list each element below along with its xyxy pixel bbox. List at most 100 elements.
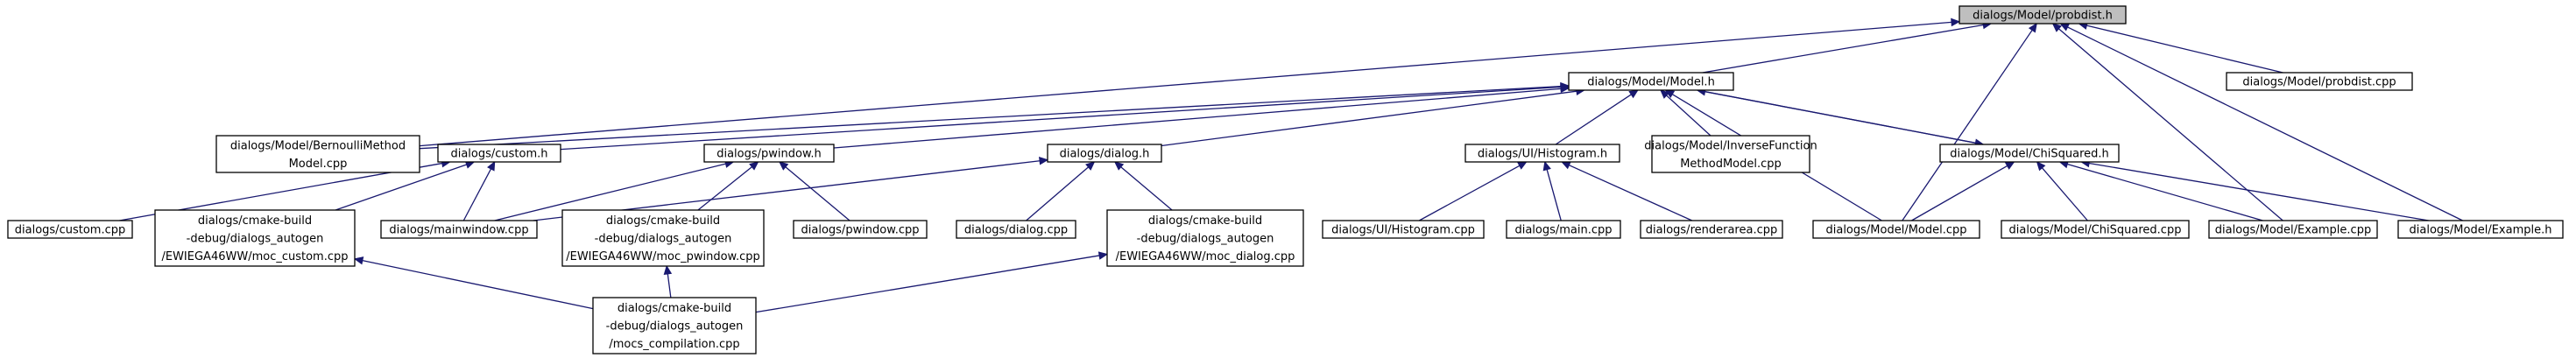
edge-main_cpp-to-histogram_h <box>1542 160 1562 221</box>
arrowhead-icon <box>663 264 673 276</box>
edge-pwindow_h-to-model_h <box>833 84 1570 149</box>
node-moc_custom[interactable]: dialogs/cmake-build-debug/dialogs_autoge… <box>154 209 356 267</box>
node-example_cpp[interactable]: dialogs/Model/Example.cpp <box>2208 220 2378 239</box>
node-label: /EWIEGA46WW/moc_dialog.cpp <box>1116 250 1295 263</box>
node-chisquared_cpp[interactable]: dialogs/Model/ChiSquared.cpp <box>2001 220 2190 239</box>
node-moc_dialog[interactable]: dialogs/cmake-build -debug/dialogs_autoge… <box>1106 209 1304 267</box>
nodes-layer: dialogs/Model/probdist.h dialogs/Model/Mo… <box>7 5 2564 354</box>
arrowhead-icon <box>779 161 789 171</box>
edge-model_h-to-probdist_h <box>1702 20 1993 74</box>
node-label: Model.cpp <box>289 158 348 171</box>
node-label: dialogs/custom.cpp <box>15 224 125 237</box>
node-label: dialogs/UI/Histogram.h <box>1478 148 1607 161</box>
node-label: dialogs/mainwindow.cpp <box>389 224 528 237</box>
node-label: dialogs/UI/Histogram.cpp <box>1331 224 1475 237</box>
node-main_cpp[interactable]: dialogs/main.cpp <box>1506 220 1621 239</box>
node-label: dialogs/cmake-build <box>1148 214 1262 228</box>
node-model_h[interactable]: dialogs/Model/Model.h <box>1568 72 1734 91</box>
edge-model_cpp-to-chisquared_h <box>1911 161 2015 221</box>
node-label: -debug/dialogs_autogen <box>1137 233 1274 246</box>
edge-moc_dialog-to-dialog_h <box>1113 161 1173 211</box>
edge-line <box>2086 25 2283 74</box>
edge-moc_pwindow-to-pwindow_h <box>697 161 759 211</box>
node-dialog_cpp[interactable]: dialogs/dialog.cpp <box>956 220 1076 239</box>
node-label: -debug/dialogs_autogen <box>595 233 732 246</box>
node-label: dialogs/cmake-build <box>606 214 720 228</box>
arrowhead-icon <box>1085 161 1096 171</box>
node-label: /EWIEGA46WW/moc_custom.cpp <box>161 250 348 263</box>
node-box <box>1106 209 1304 267</box>
node-chisquared_h[interactable]: dialogs/Model/ChiSquared.h <box>1939 144 2120 163</box>
node-mainwindow_cpp[interactable]: dialogs/mainwindow.cpp <box>380 220 538 239</box>
edge-line <box>1702 24 1984 74</box>
edge-histogram_h-to-model_h <box>1555 89 1639 145</box>
node-label: dialogs/Model/probdist.h <box>1973 10 2113 23</box>
node-moc_pwindow[interactable]: dialogs/cmake-build -debug/dialogs_autoge… <box>561 209 765 267</box>
edge-line <box>335 164 467 211</box>
edge-line <box>462 168 492 221</box>
node-renderarea_cpp[interactable]: dialogs/renderarea.cpp <box>1640 220 1783 239</box>
edge-line <box>362 260 594 310</box>
edge-line <box>1418 165 1521 221</box>
node-probdist_cpp[interactable]: dialogs/Model/probdist.cpp <box>2226 72 2413 91</box>
node-label: dialogs/cmake-build <box>198 214 312 228</box>
node-example_h[interactable]: dialogs/Model/Example.h <box>2397 220 2564 239</box>
edge-chisquared_cpp-to-chisquared_h <box>2036 161 2088 221</box>
edge-histogram_cpp-to-histogram_h <box>1418 161 1528 221</box>
arrowhead-icon <box>1097 251 1109 260</box>
node-custom_h[interactable]: dialogs/custom.h <box>437 144 561 163</box>
node-probdist_h[interactable]: dialogs/Model/probdist.h <box>1958 5 2127 25</box>
node-model_cpp[interactable]: dialogs/Model/Model.cpp <box>1812 220 1980 239</box>
node-box <box>2001 220 2190 239</box>
edge-line <box>1161 90 1577 147</box>
edge-mocs_compilation-to-moc_dialog <box>755 251 1109 313</box>
arrowhead-icon <box>1517 161 1528 170</box>
node-mocs_compilation[interactable]: dialogs/cmake-build-debug/dialogs_autoge… <box>592 297 757 354</box>
node-label: dialogs/Model/Model.cpp <box>1825 224 1966 237</box>
arrowhead-icon <box>2004 161 2015 170</box>
node-box <box>1322 220 1485 239</box>
node-histogram_cpp[interactable]: dialogs/UI/Histogram.cpp <box>1322 220 1485 239</box>
node-box <box>1047 144 1162 163</box>
node-label: dialogs/cmake-build <box>618 302 731 315</box>
node-pwindow_h[interactable]: dialogs/pwindow.h <box>703 144 835 163</box>
node-pwindow_cpp[interactable]: dialogs/pwindow.cpp <box>793 220 928 239</box>
node-custom_cpp[interactable]: dialogs/custom.cpp <box>7 220 133 239</box>
node-label: dialogs/dialog.h <box>1060 148 1150 161</box>
edge-example_cpp-to-chisquared_h <box>2058 160 2263 221</box>
node-label: dialogs/pwindow.h <box>716 148 822 161</box>
edge-line <box>419 21 1952 147</box>
node-histogram_h[interactable]: dialogs/UI/Histogram.h <box>1464 144 1620 163</box>
node-box <box>561 209 765 267</box>
edge-line <box>1911 165 2008 221</box>
arrowhead-icon <box>1113 161 1125 171</box>
edge-line <box>2042 167 2088 221</box>
node-label: dialogs/custom.h <box>450 148 547 161</box>
node-box <box>1464 144 1620 163</box>
edge-line <box>667 273 672 298</box>
edge-line <box>785 166 850 221</box>
node-box <box>1506 220 1621 239</box>
node-dialog_h[interactable]: dialogs/dialog.h <box>1047 144 1162 163</box>
arrowhead-icon <box>2036 161 2046 172</box>
arrowhead-icon <box>353 256 364 265</box>
node-inverse_cpp[interactable]: dialogs/Model/InverseFunctionMethodModel… <box>1644 135 1817 173</box>
edges-layer <box>119 18 2463 313</box>
arrowhead-icon <box>1560 84 1570 94</box>
node-box <box>1640 220 1783 239</box>
node-label: dialogs/Model/BernoulliMethod <box>230 139 406 152</box>
node-box <box>154 209 356 267</box>
node-box <box>2208 220 2378 239</box>
node-label: dialogs/Model/InverseFunction <box>1644 139 1817 152</box>
edge-line <box>1120 166 1173 211</box>
edge-line <box>1697 89 1976 144</box>
node-box <box>2226 72 2413 91</box>
node-box <box>703 144 835 163</box>
arrowhead-icon <box>1628 89 1639 99</box>
edge-mainwindow_cpp-to-custom_h <box>462 160 496 221</box>
node-label: dialogs/renderarea.cpp <box>1646 224 1777 237</box>
node-box <box>1939 144 2120 163</box>
edge-line <box>2088 162 2429 221</box>
